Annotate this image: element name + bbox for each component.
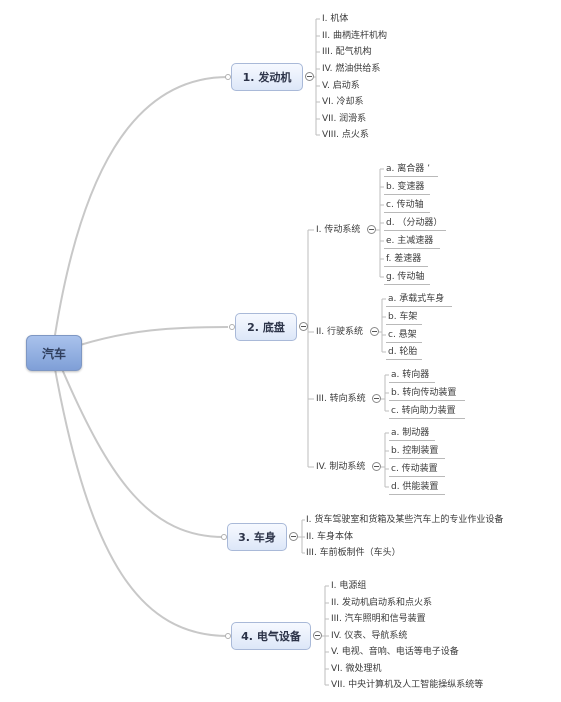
- collapse-toggle-icon[interactable]: [372, 462, 381, 471]
- branch-engine[interactable]: 1. 发动机: [231, 63, 303, 91]
- list-item: a. 承载式车身: [386, 293, 452, 307]
- list-item: d. （分动器）: [384, 217, 446, 231]
- list-item: IV. 仪表、导航系统: [331, 631, 408, 641]
- list-item: b. 转向传动装置: [389, 387, 465, 401]
- list-item: I. 货车驾驶室和货箱及某些汽车上的专业作业设备: [306, 515, 504, 525]
- list-item: V. 电视、音响、电话等电子设备: [331, 647, 459, 657]
- list-item: III. 配气机构: [322, 47, 372, 57]
- list-item: VII. 中央计算机及人工智能操纵系统等: [331, 680, 484, 690]
- subgroup-braking[interactable]: IV. 制动系统: [316, 462, 366, 472]
- list-item: VI. 冷却系: [322, 97, 364, 107]
- collapse-toggle-icon[interactable]: [289, 532, 298, 541]
- list-item: I. 机体: [322, 14, 349, 24]
- branch-body[interactable]: 3. 车身: [227, 523, 287, 551]
- list-item: d. 轮胎: [386, 346, 422, 360]
- collapse-toggle-icon[interactable]: [299, 322, 308, 331]
- subgroup-steering[interactable]: III. 转向系统: [316, 394, 366, 404]
- list-item: b. 控制装置: [389, 445, 445, 459]
- list-item: f. 差速器: [384, 253, 428, 267]
- list-item: II. 曲柄连杆机构: [322, 31, 388, 41]
- list-item: IV. 燃油供给系: [322, 64, 381, 74]
- list-item: g. 传动轴: [384, 271, 430, 285]
- collapse-toggle-icon[interactable]: [370, 327, 379, 336]
- list-item: II. 发动机启动系和点火系: [331, 598, 433, 608]
- list-item: II. 车身本体: [306, 532, 354, 542]
- list-item: V. 启动系: [322, 81, 360, 91]
- list-item: b. 变速器: [384, 181, 430, 195]
- collapse-toggle-icon[interactable]: [305, 72, 314, 81]
- list-item: e. 主减速器: [384, 235, 440, 249]
- list-item: III. 汽车照明和信号装置: [331, 614, 426, 624]
- list-item: a. 离合器 ’: [384, 163, 438, 177]
- branch-chassis[interactable]: 2. 底盘: [235, 313, 297, 341]
- subgroup-running-gear[interactable]: II. 行驶系统: [316, 327, 364, 337]
- collapse-toggle-icon[interactable]: [367, 225, 376, 234]
- list-item: I. 电源组: [331, 581, 367, 591]
- list-item: d. 供能装置: [389, 481, 445, 495]
- list-item: a. 转向器: [389, 369, 435, 383]
- subgroup-transmission[interactable]: I. 传动系统: [316, 225, 361, 235]
- list-item: c. 传动装置: [389, 463, 445, 477]
- list-item: c. 传动轴: [384, 199, 430, 213]
- collapse-toggle-icon[interactable]: [313, 631, 322, 640]
- list-item: a. 制动器: [389, 427, 435, 441]
- list-item: VII. 润滑系: [322, 114, 367, 124]
- root-node[interactable]: 汽车: [26, 335, 82, 371]
- list-item: VIII. 点火系: [322, 130, 369, 140]
- list-item: b. 车架: [386, 311, 422, 325]
- collapse-toggle-icon[interactable]: [372, 394, 381, 403]
- list-item: VI. 微处理机: [331, 664, 382, 674]
- list-item: c. 转向助力装置: [389, 405, 465, 419]
- list-item: c. 悬架: [386, 329, 422, 343]
- branch-electrical[interactable]: 4. 电气设备: [231, 622, 311, 650]
- list-item: III. 车前板制件（车头）: [306, 548, 401, 558]
